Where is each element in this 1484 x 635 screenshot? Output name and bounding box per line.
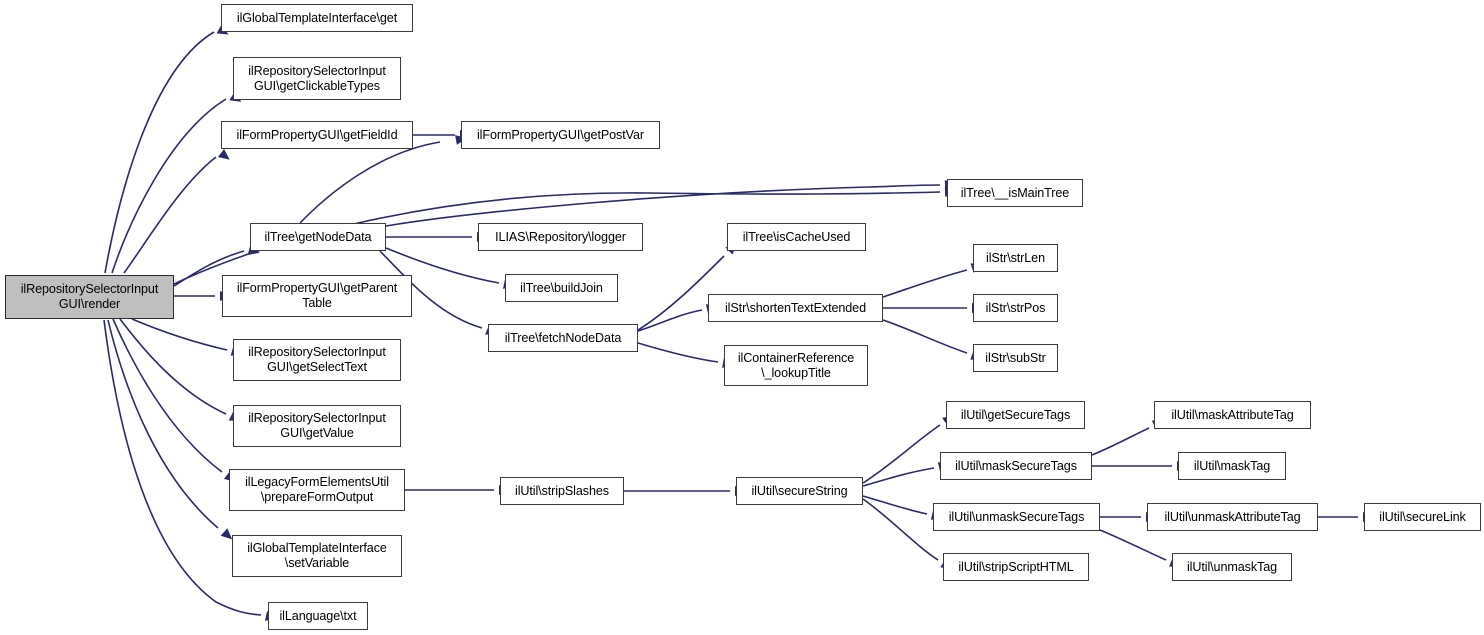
graph-node-logger[interactable]: ILIAS\Repository\logger [478,223,643,251]
graph-node-isMainTree[interactable]: ilTree\__isMainTree [947,179,1083,207]
edge-render-to-prepareFormOutput [112,318,223,473]
graph-node-label: ilUtil\secureLink [1379,509,1466,524]
graph-node-stripSlashes[interactable]: ilUtil\stripSlashes [500,477,624,505]
graph-node-label: ilUtil\unmaskAttributeTag [1164,509,1301,524]
graph-node-gtiGet[interactable]: ilGlobalTemplateInterface\get [221,4,413,32]
graph-node-label: ilUtil\maskAttributeTag [1171,407,1294,422]
graph-node-getPostVar[interactable]: ilFormPropertyGUI\getPostVar [461,121,660,149]
graph-node-label: ilTree\fetchNodeData [504,330,622,345]
graph-node-label: ilFormPropertyGUI\getPostVar [476,127,645,142]
edge-render-to-gtiGet [104,31,215,274]
graph-node-label: ilFormPropertyGUI\getParent Table [236,281,398,310]
edge-render-to-getClickableTypes [111,98,227,274]
graph-node-label: ilStr\shortenTextExtended [724,300,866,315]
graph-node-stripScriptHTML[interactable]: ilUtil\stripScriptHTML [943,553,1089,581]
edge-fetchNodeData-to-lookupTitle [637,342,719,363]
graph-node-unmaskAttributeTag[interactable]: ilUtil\unmaskAttributeTag [1147,503,1318,531]
graph-node-label: ILIAS\Repository\logger [495,229,626,244]
graph-node-label: ilLanguage\txt [279,608,357,623]
graph-node-getValue[interactable]: ilRepositorySelectorInput GUI\getValue [233,405,401,447]
graph-node-label: ilGlobalTemplateInterface \setVariable [247,541,387,570]
graph-node-label: ilTree\isCacheUsed [742,229,851,244]
graph-node-label: ilUtil\stripScriptHTML [958,559,1074,574]
edge-fetchNodeData-to-shortenTextExtended [637,309,703,332]
edge-unmaskSecureTags-to-unmaskTag [1099,529,1167,561]
edge-shortenTextExtended-to-subStr [882,319,968,354]
graph-node-label: ilUtil\stripSlashes [515,483,609,498]
graph-node-shortenTextExtended[interactable]: ilStr\shortenTextExtended [708,294,883,322]
graph-node-maskSecureTags[interactable]: ilUtil\maskSecureTags [940,452,1092,480]
edge-getNodeData-to-getPostVar [299,141,441,224]
graph-node-getFieldId[interactable]: ilFormPropertyGUI\getFieldId [221,121,413,149]
graph-node-label: ilUtil\getSecureTags [960,407,1071,422]
graph-node-subStr[interactable]: ilStr\subStr [973,344,1058,372]
graph-node-label: ilLegacyFormElementsUtil \prepareFormOut… [245,475,389,504]
edge-secureString-to-unmaskSecureTags [862,495,928,515]
edge-render-to-getValue [119,318,227,415]
graph-node-label: ilUtil\maskSecureTags [955,458,1077,473]
graph-node-label: ilStr\strPos [985,300,1046,315]
graph-node-strLen[interactable]: ilStr\strLen [973,244,1058,272]
graph-node-label: ilTree\getNodeData [264,229,372,244]
graph-node-isCacheUsed[interactable]: ilTree\isCacheUsed [727,223,866,251]
graph-node-getClickableTypes[interactable]: ilRepositorySelectorInput GUI\getClickab… [233,57,401,100]
graph-node-label: ilRepositorySelectorInput GUI\getClickab… [248,63,386,93]
edge-secureString-to-maskSecureTags [862,467,935,487]
graph-node-label: ilTree\buildJoin [520,280,603,295]
graph-node-maskAttributeTag[interactable]: ilUtil\maskAttributeTag [1154,401,1311,429]
graph-node-unmaskSecureTags[interactable]: ilUtil\unmaskSecureTags [933,503,1100,531]
graph-node-label: ilRepositorySelectorInput GUI\render [20,282,159,311]
graph-node-label: ilUtil\unmaskTag [1186,559,1278,574]
edge-maskSecureTags-to-maskAttributeTag [1091,427,1150,456]
graph-node-label: ilUtil\unmaskSecureTags [948,509,1085,524]
edge-render-to-setVariable [107,319,219,529]
graph-node-getSelectText[interactable]: ilRepositorySelectorInput GUI\getSelectT… [233,339,401,381]
graph-node-prepareFormOutput[interactable]: ilLegacyFormElementsUtil \prepareFormOut… [229,469,405,511]
graph-node-label: ilStr\strLen [986,250,1045,265]
edge-secureString-to-getSecureTags [862,424,941,484]
graph-node-maskTag[interactable]: ilUtil\maskTag [1178,452,1286,480]
graph-node-secureLink[interactable]: ilUtil\secureLink [1364,503,1481,531]
graph-node-strPos[interactable]: ilStr\strPos [973,294,1058,322]
graph-node-label: ilRepositorySelectorInput GUI\getValue [248,411,386,440]
graph-node-getNodeData[interactable]: ilTree\getNodeData [250,223,386,251]
graph-node-secureString[interactable]: ilUtil\secureString [736,477,863,505]
edge-render-to-getFieldId [123,156,217,274]
edge-getNodeData-to-isMainTree [385,184,941,227]
graph-node-setVariable[interactable]: ilGlobalTemplateInterface \setVariable [232,535,402,577]
graph-node-unmaskTag[interactable]: ilUtil\unmaskTag [1172,553,1292,581]
graph-node-lookupTitle[interactable]: ilContainerReference \_lookupTitle [724,345,868,386]
edge-render-to-getSelectText [131,318,228,351]
graph-node-getSecureTags[interactable]: ilUtil\getSecureTags [946,401,1085,429]
edge-shortenTextExtended-to-strLen [882,269,968,298]
graph-node-label: ilUtil\maskTag [1193,458,1271,473]
edge-secureString-to-stripScriptHTML [862,498,939,561]
graph-node-label: ilGlobalTemplateInterface\get [236,10,398,25]
graph-node-fetchNodeData[interactable]: ilTree\fetchNodeData [488,324,638,352]
graph-node-label: ilFormPropertyGUI\getFieldId [236,127,398,142]
graph-node-label: ilContainerReference \_lookupTitle [737,350,855,380]
graph-node-label: ilRepositorySelectorInput GUI\getSelectT… [248,345,386,374]
graph-node-buildJoin[interactable]: ilTree\buildJoin [505,274,618,302]
graph-node-label: ilUtil\secureString [751,483,848,498]
graph-node-langTxt[interactable]: ilLanguage\txt [268,602,368,630]
graph-node-label: ilStr\subStr [985,350,1046,365]
graph-node-render[interactable]: ilRepositorySelectorInput GUI\render [5,275,174,319]
graph-node-getParentTable[interactable]: ilFormPropertyGUI\getParent Table [222,275,412,317]
graph-node-label: ilTree\__isMainTree [960,185,1070,200]
arrowhead-render-to-getFieldId [217,149,230,160]
